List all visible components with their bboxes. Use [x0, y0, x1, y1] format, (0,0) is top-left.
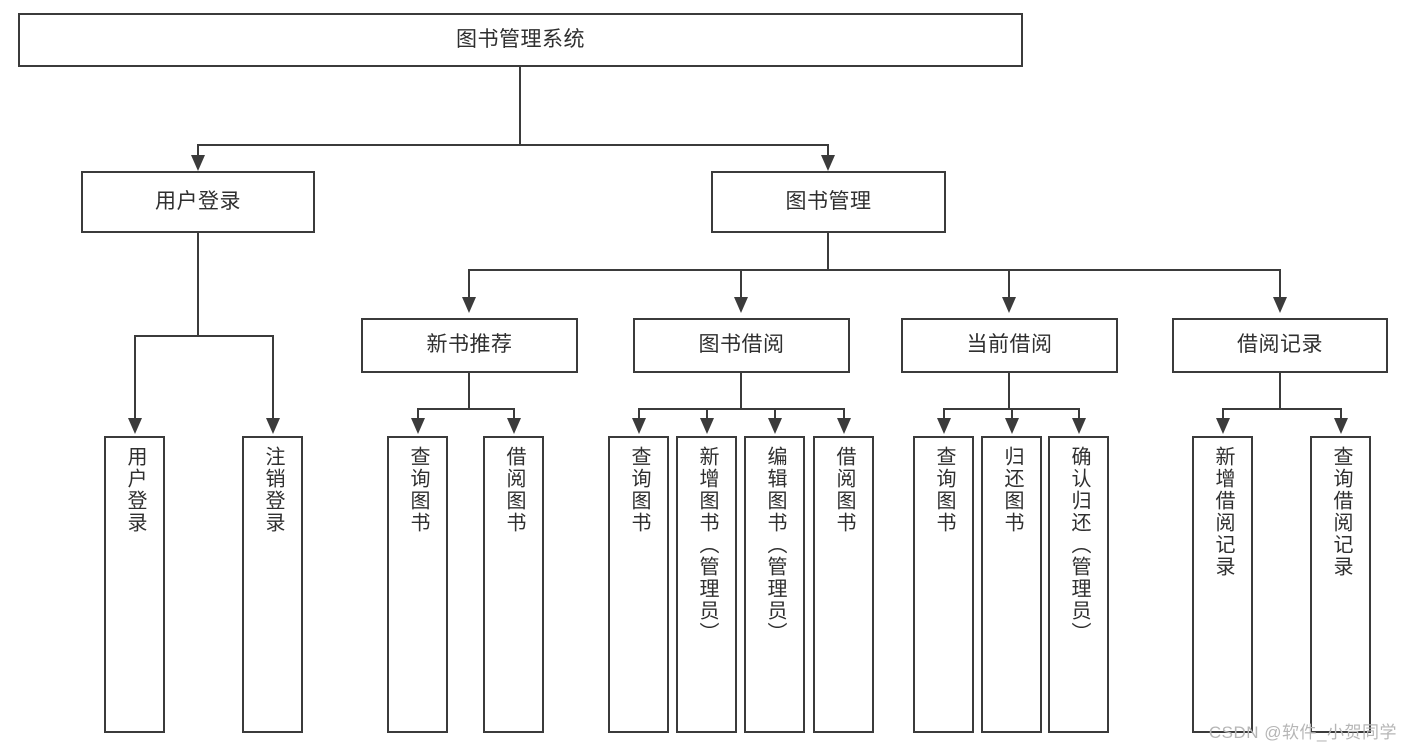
arrow-bm-to-borrow-record [1273, 297, 1287, 313]
arrow-bm-to-book-borrow [734, 297, 748, 313]
connector-user-login-stem [197, 233, 199, 336]
arrow-bm-to-current-borrow [1002, 297, 1016, 313]
arrow-borrow-leaf-4 [837, 418, 851, 434]
node-user-login-label: 用户登录 [155, 189, 241, 213]
connector-rec-left [417, 408, 419, 421]
connector-book-manage-bus [468, 269, 1280, 271]
node-book-borrow-label: 图书借阅 [698, 333, 785, 357]
node-book-manage[interactable]: 图书管理 [711, 171, 946, 233]
connector-root-stem [519, 67, 521, 145]
connector-root-bus [197, 144, 829, 146]
arrow-rec-leaf-1 [411, 418, 425, 434]
connector-rec-stem [468, 373, 470, 409]
leaf-user-logout-label: 注销登录 [262, 446, 284, 534]
leaf-edit-book-admin-label: 编辑图书（管理员） [764, 446, 786, 644]
leaf-user-logout[interactable]: 注销登录 [242, 436, 303, 733]
connector-record-left [1222, 408, 1224, 421]
arrow-user-login-leaf-2 [266, 418, 280, 434]
node-root-system[interactable]: 图书管理系统 [18, 13, 1023, 67]
connector-record-right [1340, 408, 1342, 421]
arrow-root-to-book-manage [821, 155, 835, 171]
connector-record-stem [1279, 373, 1281, 409]
leaf-rec-query-book-label: 查询图书 [407, 446, 429, 534]
connector-rec-bus [417, 408, 514, 410]
connector-bm-to-record [1279, 269, 1281, 299]
node-root-system-label: 图书管理系统 [456, 27, 585, 51]
leaf-add-borrow-record-label: 新增借阅记录 [1212, 446, 1234, 578]
leaf-borrow-query-book[interactable]: 查询图书 [608, 436, 669, 733]
connector-bm-to-borrow [740, 269, 742, 299]
connector-borrow-1 [638, 408, 640, 421]
node-current-borrow-label: 当前借阅 [966, 333, 1053, 357]
leaf-borrow-book[interactable]: 借阅图书 [813, 436, 874, 733]
connector-user-login-bus [134, 335, 273, 337]
leaf-rec-query-book[interactable]: 查询图书 [387, 436, 448, 733]
connector-record-bus [1222, 408, 1341, 410]
arrow-rec-leaf-2 [507, 418, 521, 434]
connector-current-2 [1011, 408, 1013, 421]
connector-user-login-left [134, 335, 136, 421]
connector-borrow-3 [774, 408, 776, 421]
connector-bm-to-current [1008, 269, 1010, 299]
leaf-user-login-label: 用户登录 [124, 446, 146, 534]
node-book-manage-label: 图书管理 [785, 189, 872, 213]
arrow-current-leaf-3 [1072, 418, 1086, 434]
leaf-add-book-admin-label: 新增图书（管理员） [696, 446, 718, 644]
node-user-login[interactable]: 用户登录 [81, 171, 315, 233]
leaf-borrow-book-label: 借阅图书 [833, 446, 855, 534]
connector-book-manage-stem [827, 233, 829, 270]
leaf-confirm-return-admin-label: 确认归还（管理员） [1068, 446, 1090, 644]
leaf-edit-book-admin[interactable]: 编辑图书（管理员） [744, 436, 805, 733]
arrow-current-leaf-2 [1005, 418, 1019, 434]
leaf-return-book-label: 归还图书 [1001, 446, 1023, 534]
leaf-cur-query-book-label: 查询图书 [933, 446, 955, 534]
leaf-add-borrow-record[interactable]: 新增借阅记录 [1192, 436, 1253, 733]
arrow-record-leaf-2 [1334, 418, 1348, 434]
leaf-cur-query-book[interactable]: 查询图书 [913, 436, 974, 733]
connector-borrow-stem [740, 373, 742, 409]
leaf-borrow-query-book-label: 查询图书 [628, 446, 650, 534]
connector-borrow-4 [843, 408, 845, 421]
node-new-book-rec-label: 新书推荐 [426, 333, 513, 357]
leaf-query-borrow-record[interactable]: 查询借阅记录 [1310, 436, 1371, 733]
leaf-rec-borrow-book[interactable]: 借阅图书 [483, 436, 544, 733]
connector-user-login-right [272, 335, 274, 421]
leaf-add-book-admin[interactable]: 新增图书（管理员） [676, 436, 737, 733]
arrow-user-login-leaf-1 [128, 418, 142, 434]
leaf-return-book[interactable]: 归还图书 [981, 436, 1042, 733]
node-borrow-record-label: 借阅记录 [1237, 333, 1323, 357]
leaf-rec-borrow-book-label: 借阅图书 [503, 446, 525, 534]
connector-bm-to-rec [468, 269, 470, 299]
node-current-borrow[interactable]: 当前借阅 [901, 318, 1118, 373]
connector-borrow-bus [638, 408, 844, 410]
leaf-confirm-return-admin[interactable]: 确认归还（管理员） [1048, 436, 1109, 733]
arrow-borrow-leaf-2 [700, 418, 714, 434]
node-book-borrow[interactable]: 图书借阅 [633, 318, 850, 373]
connector-rec-right [513, 408, 515, 421]
connector-borrow-2 [706, 408, 708, 421]
arrow-record-leaf-1 [1216, 418, 1230, 434]
arrow-borrow-leaf-1 [632, 418, 646, 434]
arrow-bm-to-new-book-rec [462, 297, 476, 313]
node-borrow-record[interactable]: 借阅记录 [1172, 318, 1388, 373]
connector-root-to-user-login [197, 144, 199, 164]
csdn-watermark: CSDN @软件_小贺同学 [1208, 723, 1397, 742]
arrow-borrow-leaf-3 [768, 418, 782, 434]
arrow-current-leaf-1 [937, 418, 951, 434]
leaf-user-login[interactable]: 用户登录 [104, 436, 165, 733]
arrow-root-to-user-login [191, 155, 205, 171]
connector-root-to-book-manage [827, 144, 829, 164]
connector-current-1 [943, 408, 945, 421]
node-new-book-rec[interactable]: 新书推荐 [361, 318, 578, 373]
leaf-query-borrow-record-label: 查询借阅记录 [1330, 446, 1352, 578]
connector-current-stem [1008, 373, 1010, 409]
connector-current-3 [1078, 408, 1080, 421]
